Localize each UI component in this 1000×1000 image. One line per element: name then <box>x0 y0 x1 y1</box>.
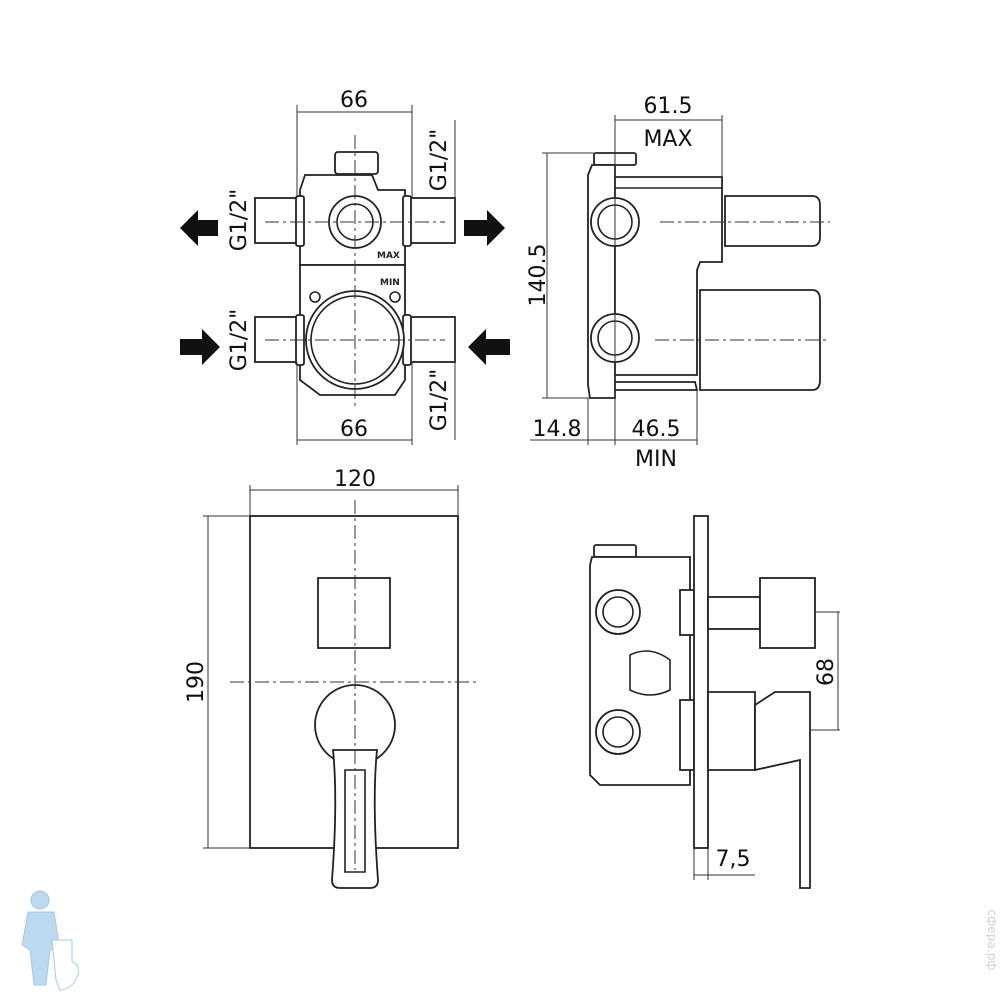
arrow-left-inlet-icon <box>180 329 220 365</box>
dim-width-top: 66 <box>340 88 368 113</box>
dim-depth-min-label: MIN <box>635 447 677 472</box>
cover-plate-side <box>693 515 709 849</box>
lower-sleeve <box>679 699 695 771</box>
arrow-right-inlet-icon <box>468 329 510 365</box>
dim-depth-max-label: MAX <box>643 127 692 152</box>
dim-height: 140.5 <box>526 244 551 307</box>
side-assembly-view: 68 7,5 <box>589 515 840 889</box>
side-box-view: 61.5 MAX 140.5 14.8 46.5 MIN <box>526 94 830 472</box>
arrow-left-outlet-icon <box>180 210 218 246</box>
front-plate-view: 120 190 <box>184 467 478 889</box>
port-label-top-left: G1/2" <box>227 189 252 252</box>
min-mark: MIN <box>380 278 400 288</box>
port-collar <box>295 195 305 247</box>
max-mark: MAX <box>377 251 400 261</box>
diverter-knob <box>317 577 391 649</box>
pipe-top-right <box>407 197 456 244</box>
upper-sleeve <box>679 589 695 636</box>
dim-depth-min: 46.5 <box>632 417 681 442</box>
arrow-right-outlet-icon <box>464 210 505 246</box>
mixer-body <box>707 691 756 771</box>
front-box-view: MAX MIN 66 66 G1/2" G1/2" G1/2" G1/2" <box>180 88 510 445</box>
watermark: сфера.рф <box>985 910 999 971</box>
dim-handle-spacing: 68 <box>814 658 839 686</box>
plumber-logo <box>21 890 79 991</box>
dim-plate-height: 190 <box>184 661 209 703</box>
top-boss <box>593 544 637 558</box>
mixer-lever-side <box>754 691 811 889</box>
upper-extension <box>724 195 821 247</box>
pipe-top-left <box>254 197 301 244</box>
bottom-lip <box>614 381 699 391</box>
port-label-bottom-left: G1/2" <box>227 309 252 372</box>
port-bore <box>602 716 634 748</box>
screw-hole <box>389 291 401 303</box>
port-bore <box>602 596 634 628</box>
port-label-bottom-right: G1/2" <box>427 369 452 432</box>
box-body <box>614 176 723 376</box>
dim-depth-max: 61.5 <box>644 94 693 119</box>
diverter-knob-side <box>759 577 816 649</box>
dim-plate-thickness: 7,5 <box>716 847 751 872</box>
port-collar <box>402 195 412 247</box>
diverter-stem <box>707 596 761 630</box>
dim-offset: 14.8 <box>533 417 582 442</box>
dim-width-bottom: 66 <box>340 417 368 442</box>
port-label-top-right: G1/2" <box>427 129 452 192</box>
dim-plate-width: 120 <box>334 467 376 492</box>
screw-hole <box>309 291 321 303</box>
top-boss <box>334 151 379 175</box>
